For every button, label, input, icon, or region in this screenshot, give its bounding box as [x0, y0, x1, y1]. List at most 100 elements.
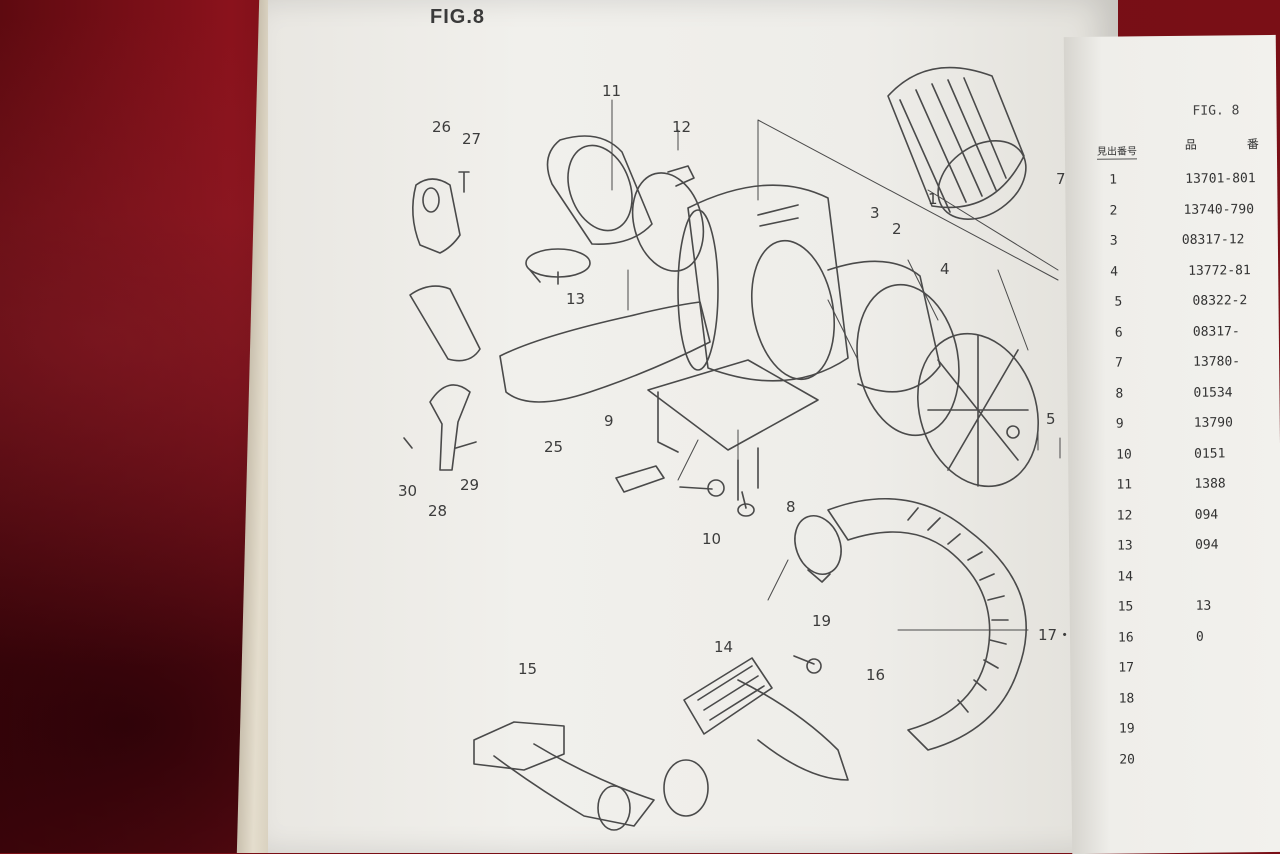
- part-4-ring: [856, 283, 960, 437]
- parts-list-part-number: 13772-81: [1188, 262, 1251, 279]
- parts-list-row: 19: [1119, 719, 1280, 736]
- parts-list-part-number: 13790: [1193, 415, 1233, 431]
- parts-list-header-part: 品: [1184, 137, 1197, 152]
- callout-7: 7: [1056, 170, 1066, 188]
- callout-9: 9: [604, 412, 614, 430]
- callout-5: 5: [1046, 410, 1056, 428]
- parts-list-ref: 13: [1116, 538, 1133, 554]
- parts-list-row: 13 094: [1117, 537, 1280, 554]
- part-16-bolt: [793, 655, 815, 665]
- callout-19: 19: [812, 612, 832, 630]
- air-cleaner-body: [687, 184, 849, 382]
- parts-list-row: 1 13701-801: [1109, 171, 1280, 188]
- parts-list-ref: 12: [1116, 507, 1133, 524]
- callout-14: 14: [714, 638, 734, 656]
- parts-list-ref: 18: [1118, 690, 1135, 707]
- parts-list-ref: 8: [1115, 386, 1124, 402]
- part-27-screw: [458, 171, 470, 193]
- part-9-bracket: [647, 359, 819, 501]
- parts-list-ref: 6: [1114, 325, 1123, 341]
- parts-list-row: 17: [1118, 659, 1280, 675]
- parts-list-part-number: 08317-: [1192, 323, 1240, 340]
- figure-title: FIG.8: [430, 6, 486, 28]
- parts-list-part-number: 01534: [1193, 384, 1233, 401]
- parts-list-row: 14: [1117, 567, 1280, 584]
- parts-list-row: 8 01534: [1115, 384, 1280, 401]
- part-8-bolt: [741, 491, 747, 509]
- part-12-clamp: [631, 172, 705, 272]
- parts-list-part-number: 094: [1194, 537, 1219, 553]
- parts-list-row: 9 13790: [1116, 415, 1280, 431]
- parts-list-title: FIG. 8: [1192, 103, 1240, 119]
- parts-list-ref: 7: [1115, 355, 1124, 371]
- part-19-clamp: [794, 515, 842, 575]
- part-28-bracket: [429, 384, 471, 471]
- parts-list-ref: 4: [1110, 264, 1119, 280]
- parts-list-ref: 5: [1114, 294, 1123, 310]
- parts-list-ref: 14: [1117, 568, 1134, 585]
- parts-list-row: 6 08317-: [1115, 323, 1280, 340]
- parts-list-ref: 17: [1118, 660, 1135, 676]
- parts-list-row: 7 13780-: [1115, 354, 1280, 370]
- callout-28: 28: [428, 502, 448, 520]
- part-26-bracket: [412, 178, 461, 254]
- parts-list-row: 4 13772-81: [1110, 262, 1280, 279]
- callout-12: 12: [672, 118, 692, 136]
- exploded-parts-diagram: [403, 66, 1061, 831]
- parts-list-part-number: 13701-801: [1185, 171, 1256, 187]
- callout-26: 26: [432, 118, 452, 136]
- callout-11: 11: [602, 82, 622, 100]
- parts-list-ref: 1: [1109, 172, 1118, 188]
- air-cleaner-end-cover: [917, 332, 1039, 488]
- callout-10: 10: [702, 530, 722, 548]
- parts-list-part-number: 0: [1195, 629, 1204, 645]
- parts-list-part-number: 1388: [1194, 476, 1226, 492]
- parts-list-row: 18: [1119, 689, 1280, 706]
- callout-27: 27: [462, 130, 482, 148]
- part-30-screw: [403, 437, 413, 449]
- parts-list-part-number: 13780-: [1193, 354, 1241, 370]
- parts-list-ref: 15: [1117, 599, 1134, 615]
- part-17-18-hose: [827, 497, 1027, 751]
- hose-clamp-lower: [663, 759, 709, 817]
- callout-3: 3: [870, 204, 880, 222]
- callout-1: 1: [928, 190, 938, 208]
- parts-list-row: 2 13740-790: [1109, 201, 1280, 219]
- parts-list-row: 11 1388: [1116, 476, 1280, 492]
- parts-list-part-number: 13740-790: [1183, 201, 1255, 218]
- diagram-page: FIG.8: [268, 0, 1118, 853]
- parts-list-ref: 19: [1118, 721, 1135, 737]
- parts-list-part-number: 08322-2: [1192, 293, 1248, 309]
- part-10-bolt: [679, 486, 713, 490]
- parts-list-ref: 9: [1115, 416, 1124, 432]
- part-11-intake-duct: [546, 135, 653, 245]
- callout-30: 30: [398, 482, 418, 500]
- callout-13: 13: [566, 290, 586, 308]
- callout-8: 8: [786, 498, 796, 516]
- parts-list-ref: 20: [1119, 751, 1136, 768]
- parts-list-row: 20: [1119, 750, 1280, 767]
- parts-list-row: 5 08322-2: [1114, 293, 1280, 309]
- parts-list-header-number: 番: [1246, 137, 1259, 152]
- parts-list-ref: 2: [1109, 203, 1118, 219]
- part-15-bracket: [473, 721, 565, 771]
- callout-15: 15: [518, 660, 538, 678]
- parts-list-row: 16 0: [1118, 628, 1280, 645]
- callout-29: 29: [460, 476, 480, 494]
- parts-list-ref: 16: [1117, 629, 1134, 646]
- parts-list-header-ref: 見出番号: [1096, 142, 1138, 160]
- parts-list-ref: 11: [1116, 477, 1133, 493]
- part-14-plate: [683, 657, 773, 735]
- parts-list-part-number: 08317-12: [1181, 232, 1245, 248]
- part-25-hose: [499, 301, 711, 403]
- part-2-ring: [750, 239, 836, 381]
- callout-25: 25: [544, 438, 564, 456]
- part-29-screw: [455, 441, 477, 449]
- parts-list-part-number: 0151: [1194, 445, 1226, 462]
- callout-4: 4: [940, 260, 950, 278]
